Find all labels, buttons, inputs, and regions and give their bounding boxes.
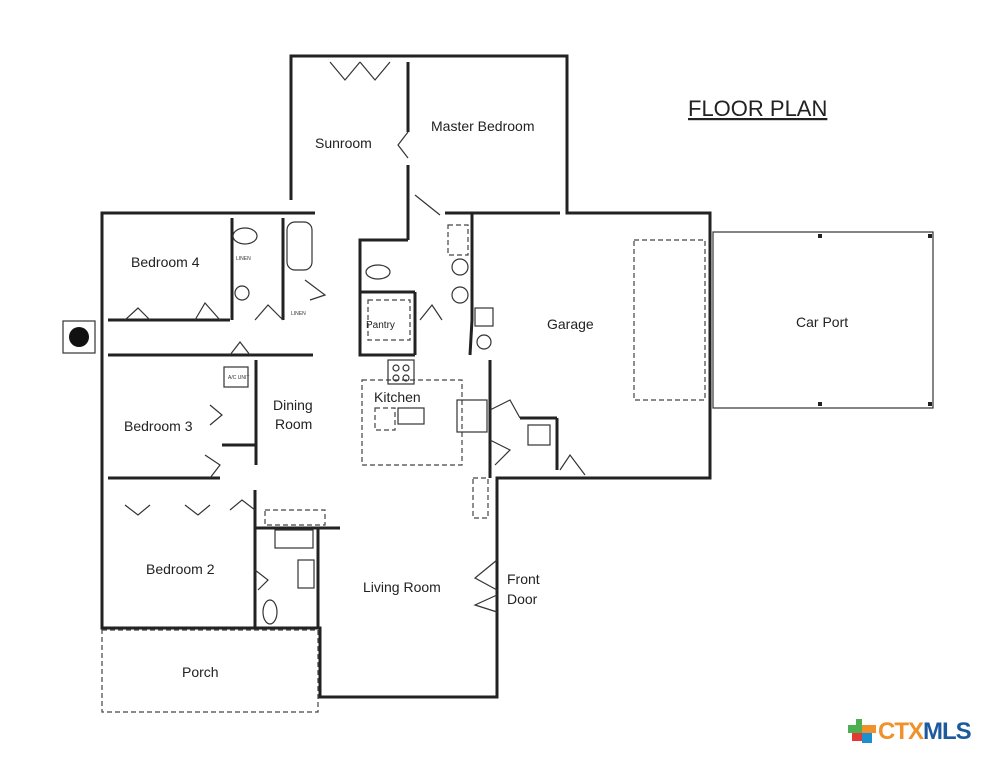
label-porch: Porch xyxy=(182,664,219,680)
car-port-structure xyxy=(712,231,934,409)
label-ac-unit: A/C UNIT xyxy=(228,375,249,381)
fixtures xyxy=(101,221,706,713)
label-bedroom-2: Bedroom 2 xyxy=(146,561,215,577)
label-living-room: Living Room xyxy=(363,579,441,595)
logo-ctx: CTX xyxy=(878,718,924,745)
doors xyxy=(124,61,586,613)
label-front: Front xyxy=(507,571,540,587)
label-master-bedroom: Master Bedroom xyxy=(431,118,534,134)
label-bedroom-3: Bedroom 3 xyxy=(124,418,193,434)
chimney-icon xyxy=(62,320,96,354)
label-dining: Dining xyxy=(273,397,313,413)
label-pantry: Pantry xyxy=(366,320,395,331)
label-door: Door xyxy=(507,591,538,607)
label-linen-bath: LINEN xyxy=(236,256,251,262)
label-linen-hall: LINEN xyxy=(291,311,306,317)
logo-mls: MLS xyxy=(923,718,972,745)
texas-logo-icon xyxy=(848,719,876,743)
label-sunroom: Sunroom xyxy=(315,135,372,151)
label-bedroom-4: Bedroom 4 xyxy=(131,254,200,270)
label-dining-room: Room xyxy=(275,416,312,432)
floor-plan-title: FLOOR PLAN xyxy=(688,96,827,121)
label-kitchen: Kitchen xyxy=(374,389,421,405)
walls xyxy=(100,54,712,699)
label-garage: Garage xyxy=(547,316,594,332)
label-car-port: Car Port xyxy=(796,314,848,330)
